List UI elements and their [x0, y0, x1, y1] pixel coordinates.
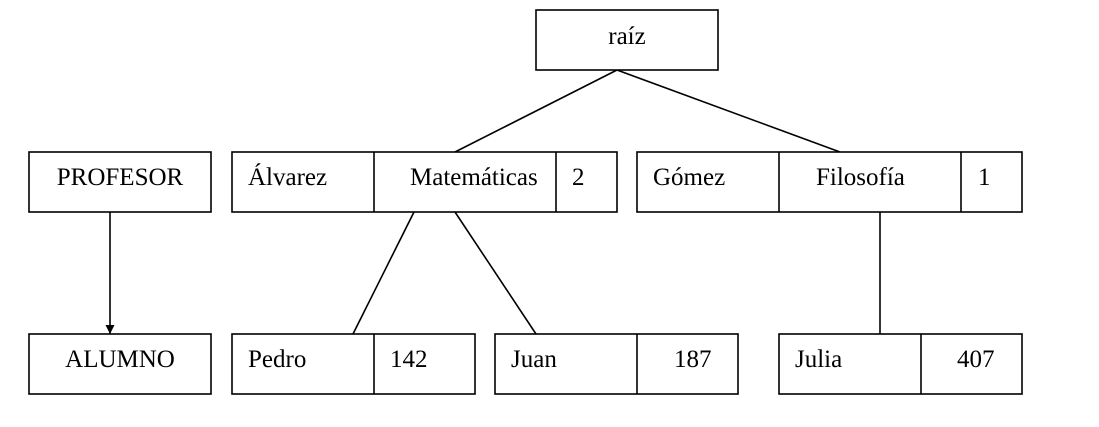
student-number: 187 [674, 346, 712, 373]
student-name: Julia [795, 346, 842, 373]
student-number: 142 [390, 346, 428, 373]
professor-name: Gómez [653, 164, 725, 191]
legend-profesor: PROFESOR [28, 151, 212, 213]
edge-alvarez-juan [454, 211, 537, 335]
legend-profesor-label: PROFESOR [57, 164, 184, 191]
professor-node-gomez: Gómez Filosofía 1 [636, 151, 1023, 213]
student-node-juan: Juan 187 [494, 333, 739, 395]
student-name: Pedro [248, 346, 306, 373]
student-name: Juan [511, 346, 557, 373]
legend-alumno: ALUMNO [28, 333, 212, 395]
professor-count: 2 [572, 164, 585, 191]
legend-alumno-label: ALUMNO [65, 346, 175, 373]
professor-count: 1 [978, 164, 991, 191]
student-node-pedro: Pedro 142 [231, 333, 476, 395]
root-label: raíz [608, 23, 645, 50]
professor-node-alvarez: Álvarez Matemáticas 2 [231, 151, 618, 213]
professor-name: Álvarez [248, 163, 327, 191]
professor-subject: Filosofía [816, 164, 905, 191]
edge-root-gomez [616, 69, 841, 153]
student-node-julia: Julia 407 [778, 333, 1023, 395]
professor-subject: Matemáticas [410, 164, 538, 191]
student-number: 407 [957, 346, 995, 373]
edge-root-alvarez [454, 69, 618, 153]
root-node: raíz [535, 9, 719, 71]
edge-alvarez-pedro [352, 211, 415, 335]
